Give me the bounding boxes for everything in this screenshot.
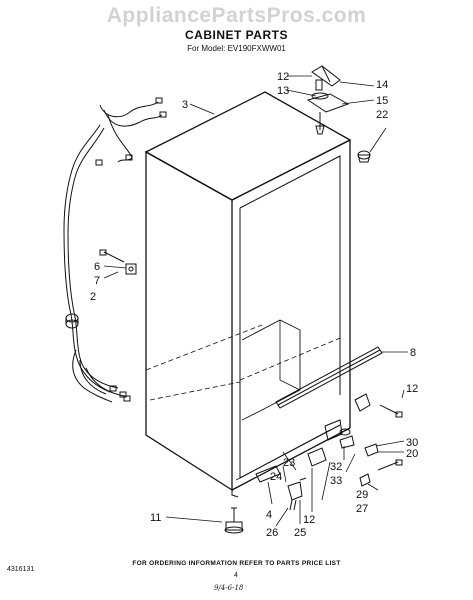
lower-hinge-hardware — [324, 393, 403, 487]
harness-clip — [99, 249, 137, 275]
callout-numbers: 12 14 13 15 3 22 6 7 2 8 12 30 20 23 24 … — [90, 71, 418, 539]
callout-22: 22 — [376, 109, 388, 121]
callout-4: 4 — [266, 509, 272, 521]
watermark: AppliancePartsPros.com — [106, 4, 367, 27]
callout-30: 30 — [406, 437, 418, 449]
callout-12b: 12 — [406, 383, 418, 395]
callout-32: 32 — [330, 461, 342, 473]
handwritten-note: 9/4-6-18 — [214, 584, 244, 592]
wire-harness — [63, 97, 167, 403]
cap-22 — [357, 150, 371, 163]
callout-2: 2 — [90, 291, 96, 303]
callout-33: 33 — [330, 475, 342, 487]
cabinet-shell — [144, 91, 352, 498]
leveling-leg-11 — [224, 507, 244, 534]
callout-29: 29 — [356, 489, 368, 501]
callout-25: 25 — [294, 527, 306, 539]
ordering-note: FOR ORDERING INFORMATION REFER TO PARTS … — [132, 560, 341, 567]
rail-8 — [275, 346, 383, 409]
callout-15: 15 — [376, 95, 388, 107]
callout-11: 11 — [150, 512, 161, 524]
callout-8: 8 — [410, 347, 416, 359]
callout-24: 24 — [270, 471, 282, 483]
page-number: 4 — [234, 572, 238, 579]
callout-12a: 12 — [277, 71, 289, 83]
callout-14: 14 — [376, 79, 388, 91]
callout-20: 20 — [406, 448, 418, 460]
callout-6: 6 — [94, 261, 100, 273]
callout-27: 27 — [356, 503, 368, 515]
top-hinge — [306, 65, 350, 135]
leader-lines — [103, 75, 408, 527]
bottom-hardware — [255, 447, 327, 511]
callout-3: 3 — [182, 99, 188, 111]
callout-12c: 12 — [303, 514, 315, 526]
callout-13: 13 — [277, 85, 289, 97]
model-subtitle: For Model: EV190FXWW01 — [187, 44, 286, 53]
callout-23: 23 — [283, 457, 295, 469]
diagram-title: CABINET PARTS — [185, 28, 288, 42]
callout-7: 7 — [94, 275, 100, 287]
callout-26: 26 — [266, 527, 278, 539]
document-number: 4316131 — [7, 566, 35, 573]
